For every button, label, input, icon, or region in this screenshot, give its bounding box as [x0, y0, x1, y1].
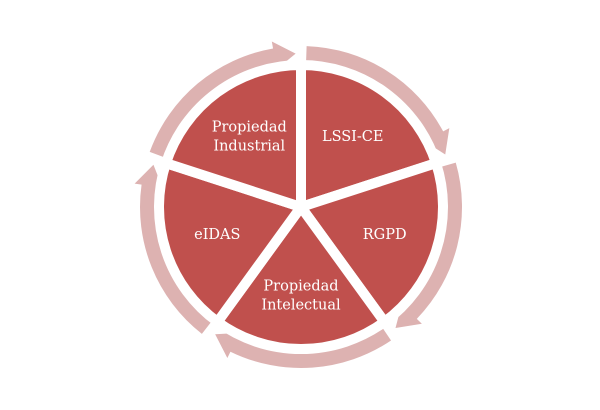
- cycle-arrow: [306, 46, 450, 155]
- cycle-arrow: [149, 41, 296, 158]
- segment-label-line: RGPD: [363, 227, 407, 243]
- cycle-segment: [210, 198, 392, 354]
- cycle-segment: [159, 59, 306, 214]
- segment-label-line: Propiedad: [263, 279, 338, 295]
- segment-label-line: eIDAS: [194, 227, 240, 243]
- segment-label-line: Propiedad: [212, 119, 287, 135]
- cycle-arrow: [134, 164, 212, 334]
- segment-label: eIDAS: [194, 227, 240, 243]
- segment-label: LSSI-CE: [322, 129, 384, 145]
- segment-label: RGPD: [363, 227, 407, 243]
- segment-label-line: LSSI-CE: [322, 129, 384, 145]
- cycle-segment: [292, 156, 448, 329]
- cycle-arrow: [215, 328, 392, 368]
- segment-label-line: Industrial: [213, 138, 285, 154]
- cycle-segment: [154, 156, 310, 329]
- segment-label-line: Intelectual: [261, 298, 341, 314]
